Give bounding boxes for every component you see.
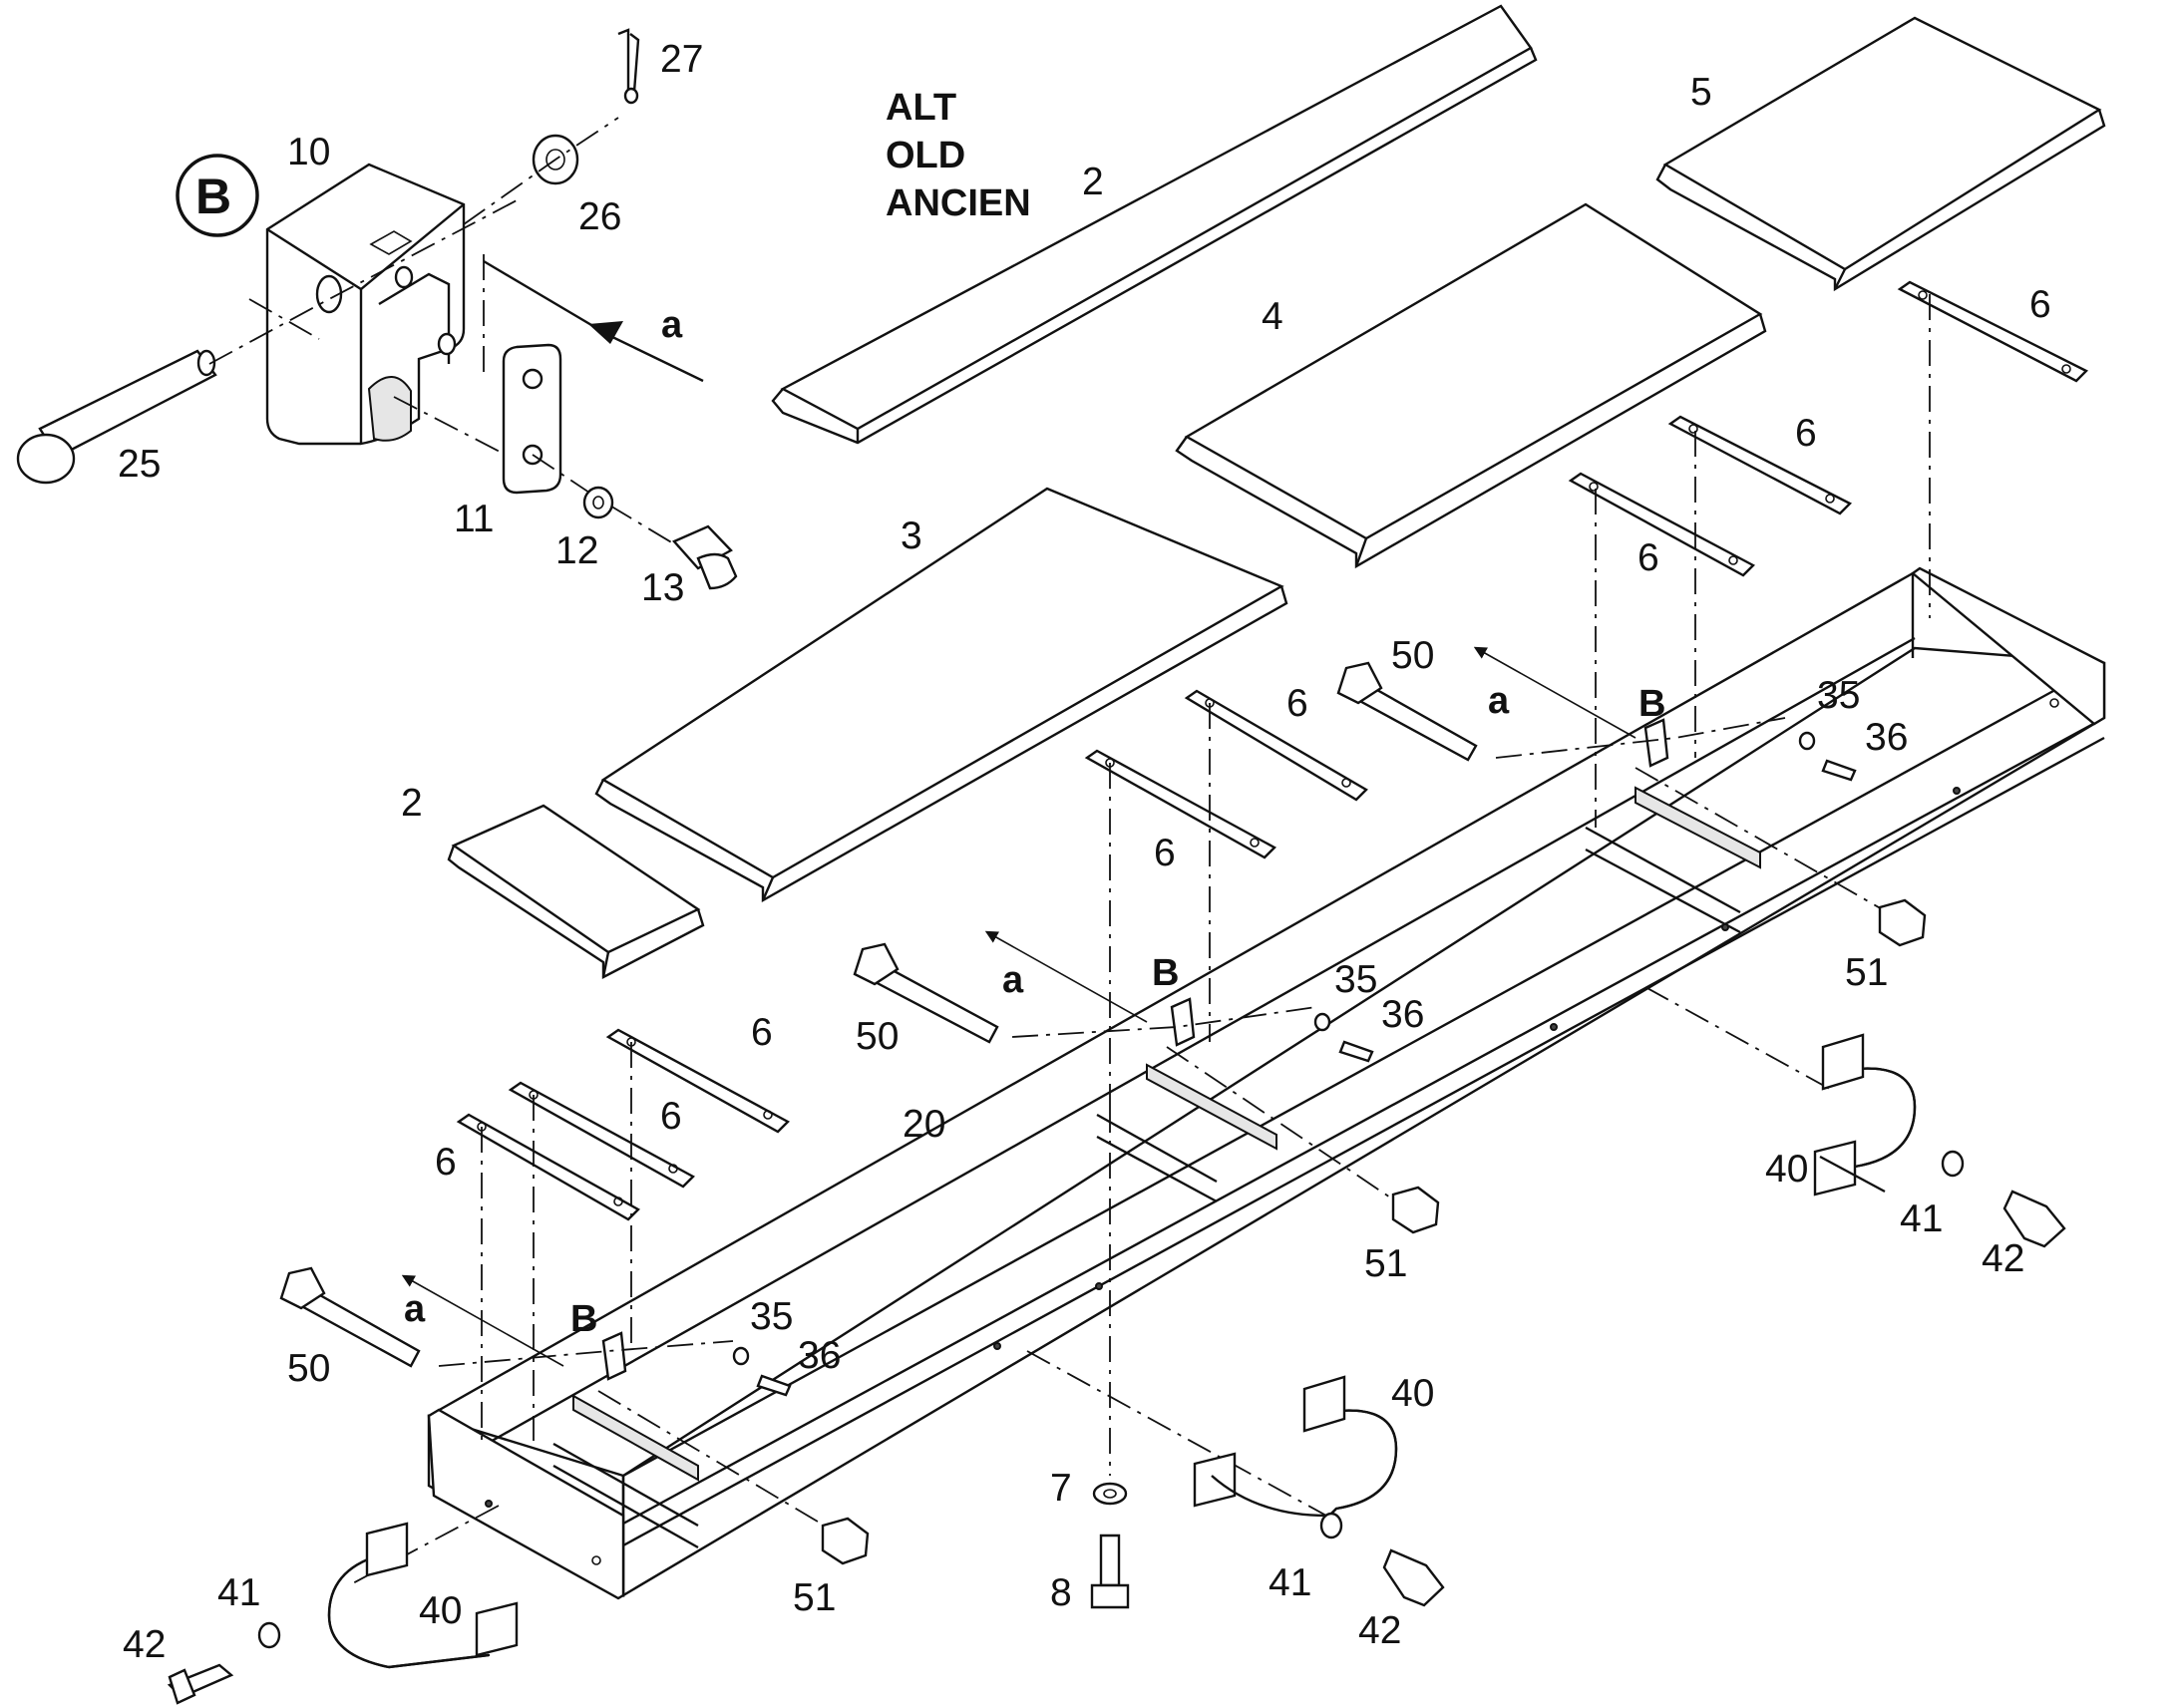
label-ancien: ANCIEN	[886, 182, 1031, 224]
callout-6-h: 6	[435, 1141, 457, 1184]
callout-6-g: 6	[660, 1095, 682, 1138]
callout-6-d: 6	[1286, 682, 1308, 725]
callout-2-top: 2	[1082, 161, 1104, 203]
bracket-b-2: B	[1152, 952, 1179, 994]
callout-36-c: 36	[798, 1334, 841, 1377]
arrow-a-3: a	[404, 1288, 426, 1330]
arrow-a-top: a	[661, 304, 683, 346]
direction-arrows	[401, 646, 1636, 1367]
callout-42-c: 42	[123, 1623, 166, 1666]
callout-42-a: 42	[1982, 1237, 2024, 1280]
bracket-b-1: B	[1638, 683, 1665, 725]
bolts-50	[279, 661, 1478, 1368]
callout-41-c: 41	[217, 1571, 260, 1614]
callout-35-b: 35	[1334, 958, 1377, 1001]
washers-41-bolts-42	[167, 1150, 2066, 1705]
callout-7: 7	[1050, 1467, 1072, 1510]
detail-b-badge: B	[195, 169, 231, 224]
callout-50-c: 50	[287, 1347, 330, 1390]
callout-5: 5	[1690, 71, 1712, 114]
callout-41-a: 41	[1900, 1197, 1943, 1240]
callout-41-b: 41	[1269, 1561, 1311, 1604]
handles-40	[327, 1033, 1917, 1669]
grate-4	[1175, 202, 1767, 569]
callout-10: 10	[287, 131, 330, 173]
grate-3	[594, 487, 1288, 903]
strap-6-group	[456, 280, 2089, 1221]
label-alt: ALT	[886, 87, 956, 129]
bracket-b-3: B	[570, 1298, 597, 1340]
label-old: OLD	[886, 135, 965, 176]
callout-25: 25	[118, 443, 161, 486]
callout-6-b: 6	[1795, 412, 1817, 455]
callout-51-b: 51	[1364, 1242, 1407, 1285]
callout-6-f: 6	[751, 1011, 773, 1054]
washer-7-bolt-8	[1090, 1482, 1130, 1609]
plate-11	[502, 343, 562, 495]
detail-b-assembly	[16, 28, 738, 590]
grate-2-old	[771, 4, 1538, 445]
callout-11: 11	[454, 498, 495, 540]
callout-40-b: 40	[1391, 1372, 1434, 1415]
callout-8: 8	[1050, 1571, 1072, 1614]
grate-2	[447, 804, 705, 979]
callout-50-a: 50	[1391, 634, 1434, 677]
callout-6-e: 6	[1154, 832, 1176, 874]
callout-13: 13	[641, 566, 684, 609]
callout-4: 4	[1262, 295, 1283, 338]
callout-20: 20	[903, 1103, 945, 1146]
washer-12	[582, 486, 614, 519]
callout-35-a: 35	[1817, 674, 1860, 717]
callout-6-a: 6	[2029, 283, 2051, 326]
callout-42-b: 42	[1358, 1609, 1401, 1652]
cotter-pin-27	[617, 28, 640, 105]
assembly-lines	[348, 294, 1931, 1586]
callout-27: 27	[660, 38, 703, 81]
detail-b-badge-circle	[176, 154, 259, 237]
hinge-bracket-10	[265, 163, 466, 446]
callout-26: 26	[578, 195, 621, 238]
arrow-a-1: a	[1488, 680, 1510, 722]
callout-50-b: 50	[856, 1015, 899, 1058]
callout-51-a: 51	[1845, 951, 1888, 994]
callout-36-a: 36	[1865, 716, 1908, 759]
callout-40-a: 40	[1765, 1148, 1808, 1191]
nuts-51	[821, 898, 1927, 1565]
grate-5	[1655, 16, 2106, 292]
washers-35-screws-36	[732, 731, 1857, 1397]
arrow-a-2: a	[1002, 959, 1024, 1001]
pin-25	[16, 349, 217, 485]
bolt-13	[672, 524, 738, 590]
callout-35-c: 35	[750, 1295, 793, 1338]
callout-51-c: 51	[793, 1576, 836, 1619]
callout-6-c: 6	[1637, 536, 1659, 579]
callout-40-c: 40	[419, 1589, 462, 1632]
callout-36-b: 36	[1381, 993, 1424, 1036]
step-frame-20	[427, 566, 2106, 1600]
callout-3: 3	[901, 514, 922, 557]
callout-2-left: 2	[401, 782, 423, 825]
callout-12: 12	[555, 529, 598, 572]
